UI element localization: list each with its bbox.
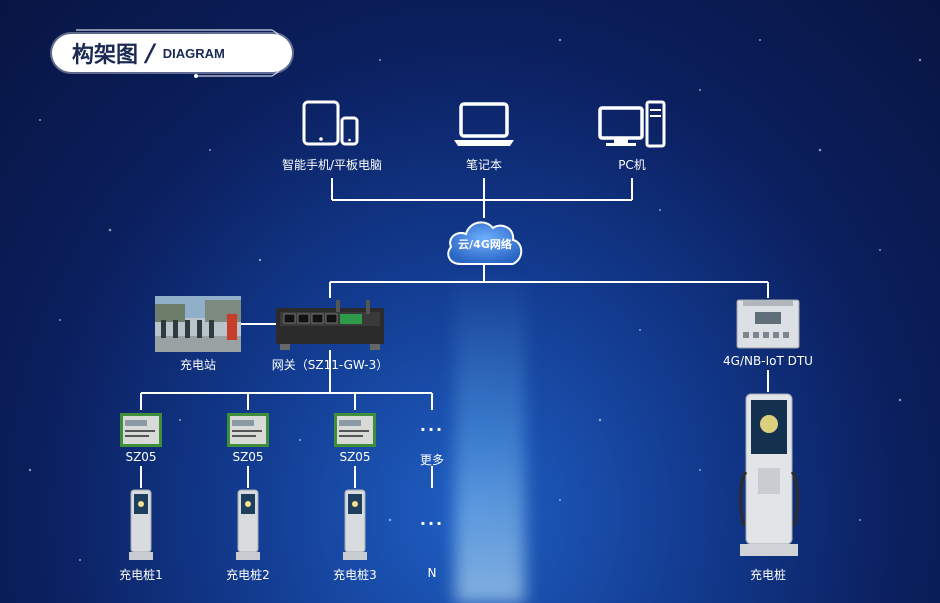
tablet-phone-icon — [302, 100, 359, 146]
more-piles-dots: ··· — [419, 514, 445, 533]
charging-station-photo — [155, 296, 241, 352]
pile-label-2: 充电桩2 — [226, 568, 270, 582]
terminal-label-mobile: 智能手机/平板电脑 — [281, 158, 383, 172]
module-icon — [227, 413, 269, 447]
laptop-icon — [454, 102, 514, 146]
charging-pile-icon — [129, 489, 153, 560]
pile-label-3: 充电桩3 — [333, 568, 377, 582]
charging-pile-icon — [236, 489, 260, 560]
title-chinese: 构架图 — [72, 43, 139, 68]
station-label: 充电站 — [179, 358, 217, 372]
module-icon — [334, 413, 376, 447]
big-pile-label: 充电桩 — [749, 568, 787, 582]
module-label-1: SZ05 — [125, 450, 157, 464]
dtu-device-icon — [736, 299, 800, 349]
cloud-label: 云/4G网络 — [458, 238, 512, 251]
light-beam — [455, 270, 525, 603]
charging-pile-icon — [343, 489, 367, 560]
module-label-2: SZ05 — [232, 450, 264, 464]
gateway-device-icon — [276, 300, 384, 350]
module-label-3: SZ05 — [339, 450, 371, 464]
terminal-label-pc: PC机 — [618, 158, 646, 172]
title-separator: / — [146, 39, 155, 67]
title-english: DIAGRAM — [162, 45, 225, 61]
dtu-label: 4G/NB-IoT DTU — [723, 354, 813, 368]
diagram-title: 构架图 / DIAGRAM — [52, 34, 292, 72]
pile-label-n: N — [427, 566, 437, 580]
terminal-label-laptop: 笔记本 — [465, 158, 503, 172]
gateway-label: 网关（SZ11-GW-3） — [271, 358, 389, 372]
module-label-more: 更多 — [419, 453, 445, 467]
module-icon — [120, 413, 162, 447]
desktop-pc-icon — [598, 100, 666, 148]
pile-label-1: 充电桩1 — [119, 568, 163, 582]
cloud-icon — [447, 221, 523, 265]
more-modules-dots: ··· — [419, 420, 445, 439]
large-charging-pile-icon — [739, 393, 799, 556]
